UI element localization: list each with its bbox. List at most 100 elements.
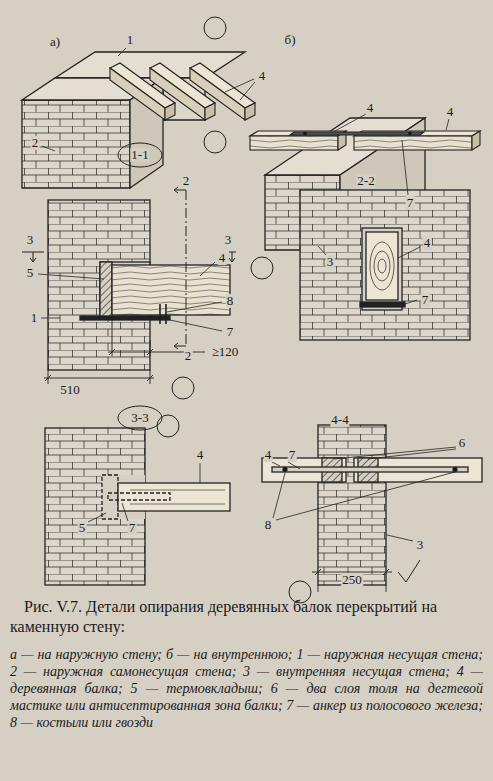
marker-circle	[172, 377, 194, 399]
section-2-2	[362, 228, 402, 310]
leader-line	[170, 320, 222, 331]
leader-line	[402, 140, 408, 195]
section-2-2	[370, 242, 394, 290]
leader-line	[272, 462, 300, 469]
section-2-2	[360, 302, 405, 307]
callout-number: 7	[421, 293, 430, 307]
section-1-1	[48, 200, 230, 370]
callout-number: 1	[30, 311, 39, 325]
section-label: б)	[284, 33, 297, 47]
leader-line	[318, 246, 326, 255]
dimension-text: 250	[341, 573, 363, 587]
callout-number: 4	[218, 251, 227, 265]
section-2-2	[300, 190, 470, 340]
callout-number: 5	[78, 521, 87, 535]
callout-number: 4	[196, 448, 205, 462]
leader-line	[273, 472, 455, 520]
section-2-2	[300, 190, 470, 340]
section-4-4	[272, 467, 468, 472]
wooden-beam-iso	[354, 136, 472, 150]
leader-line	[122, 503, 128, 521]
dimension-line	[312, 569, 392, 592]
leader-line	[200, 463, 201, 483]
section-3-3	[108, 493, 170, 500]
leader-line	[38, 48, 456, 541]
section-cut-line	[174, 187, 186, 349]
wooden-beam-iso	[250, 131, 480, 150]
marker-circle	[204, 17, 226, 39]
callout-number: 4	[264, 448, 273, 462]
leader-line	[398, 247, 420, 258]
outer-wall-iso	[22, 100, 130, 188]
section-4-4	[283, 468, 287, 472]
section-1-1	[112, 265, 230, 315]
section-label: 4-4	[330, 413, 349, 427]
wooden-beam-iso	[304, 132, 307, 135]
section-cut-line	[22, 252, 236, 262]
wooden-beam-iso	[409, 132, 412, 135]
leader-line	[405, 300, 417, 304]
callout-number: 4	[446, 105, 455, 119]
callout-number: 3	[326, 255, 335, 269]
callout-number: 5	[26, 266, 35, 280]
leader-line	[334, 447, 456, 459]
leader-line	[88, 513, 106, 522]
leader-line	[200, 262, 215, 276]
section-label: 1-1	[130, 148, 149, 162]
dimension-text: 510	[59, 383, 81, 397]
wooden-beam-iso	[250, 136, 338, 150]
callout-number: 3	[26, 233, 35, 247]
wooden-beam-iso	[110, 63, 255, 120]
callout-number: 2	[31, 136, 40, 150]
section-2-2	[374, 251, 390, 281]
callout-number: 7	[406, 196, 415, 210]
wooden-beam-iso	[190, 68, 245, 120]
callout-number: 3	[224, 233, 233, 247]
leader-line	[41, 318, 60, 319]
wooden-beam-iso	[290, 132, 424, 135]
callout-number: 4	[258, 69, 267, 83]
section-2-2	[370, 242, 394, 290]
dimension-text: ≥120	[211, 345, 240, 359]
section-2-2	[378, 259, 386, 273]
section-3-3	[45, 428, 230, 585]
wooden-beam-iso	[165, 103, 175, 120]
leader-line	[118, 48, 126, 56]
leader-line	[42, 146, 55, 151]
wooden-beam-iso	[245, 103, 255, 120]
section-4-4	[318, 425, 386, 585]
leader-line	[335, 114, 449, 131]
section-label: 3-3	[130, 411, 149, 425]
callout-number: 1	[126, 33, 135, 47]
callout-number: 7	[288, 448, 297, 462]
marker-circle	[118, 143, 162, 167]
callout-number: 8	[264, 518, 273, 532]
callout-number: 3	[416, 538, 425, 552]
marker-circle	[251, 257, 273, 279]
section-1-1	[100, 262, 112, 317]
callout-number: 4	[366, 101, 375, 115]
section-cut-line	[186, 190, 187, 346]
section-label: а)	[49, 35, 61, 49]
marker-circle	[204, 131, 226, 153]
section-3-3	[118, 483, 230, 511]
dimension-line	[44, 370, 154, 384]
section-1-1	[80, 316, 170, 320]
leader-line	[225, 79, 255, 100]
wooden-beam-iso	[205, 103, 215, 120]
callout-number: 8	[226, 294, 235, 308]
callout-number: 6	[458, 436, 467, 450]
figure-caption: Рис. V.7. Детали опирания деревянных бал…	[10, 597, 480, 637]
marker-circle	[118, 406, 162, 430]
key-text: а — на наружную стену; б — на внутреннюю…	[10, 646, 483, 731]
callout-number: 2	[184, 349, 193, 363]
section-cut-line	[22, 187, 236, 349]
callout-number: 2	[182, 174, 191, 188]
section-1-1	[160, 304, 166, 324]
dimension-line	[312, 569, 392, 592]
callout-number: 7	[128, 521, 137, 535]
section-2-2	[366, 232, 398, 300]
marker-circle	[118, 17, 420, 603]
callout-number: 7	[226, 325, 235, 339]
